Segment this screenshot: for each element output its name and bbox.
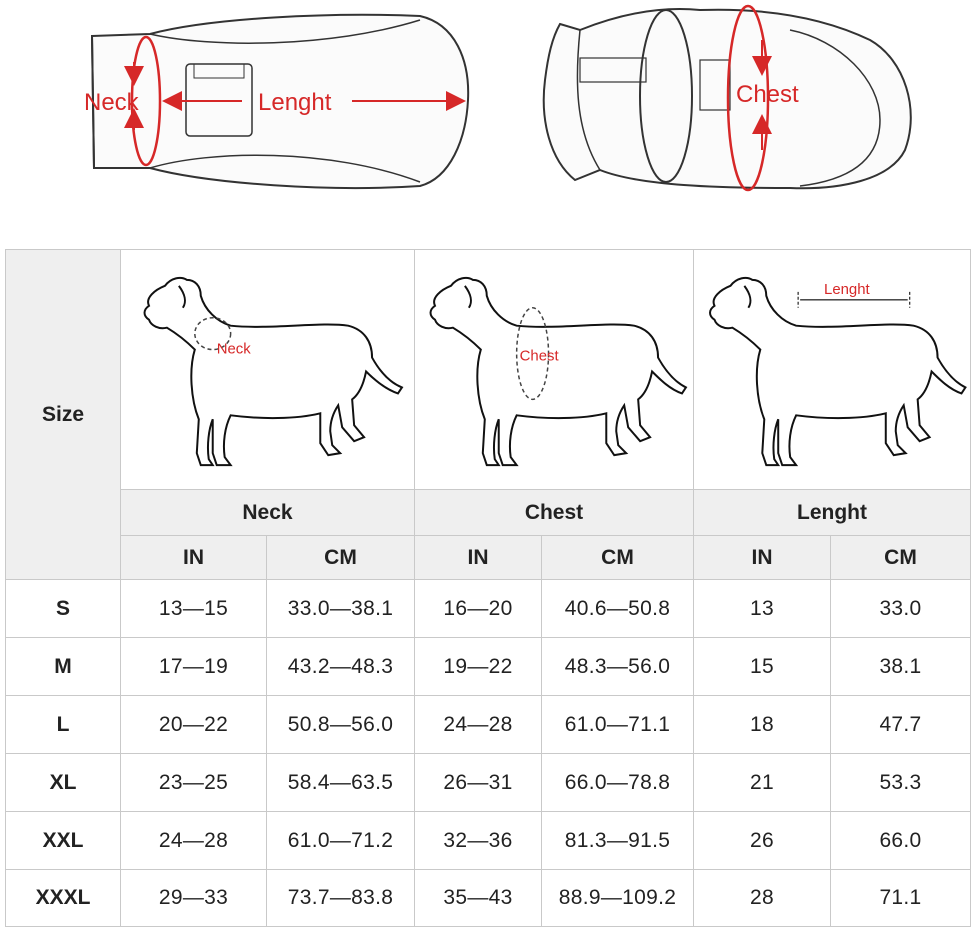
group-header-neck: Neck	[121, 490, 415, 536]
dog-chest-icon: Chest	[429, 276, 688, 467]
chest-in-cell: 24—28	[415, 696, 542, 754]
neck-in-cell: 20—22	[121, 696, 267, 754]
neck-in-cell: 29—33	[121, 870, 267, 926]
unit-header-length-cm: CM	[831, 536, 970, 580]
neck-in-cell: 24—28	[121, 812, 267, 870]
chest-cm-cell: 48.3—56.0	[542, 638, 694, 696]
chest-in-cell: 26—31	[415, 754, 542, 812]
length-cm-cell: 71.1	[879, 886, 922, 909]
row-size-label: XL	[6, 754, 121, 812]
length-in-cell: 15	[694, 638, 831, 696]
coat-top-view	[90, 13, 470, 189]
length-in-cell: 13	[694, 580, 831, 638]
chest-cm-cell: 81.3—91.5	[542, 812, 694, 870]
length-cm-cell: 66.0	[831, 812, 970, 870]
group-header-chest: Chest	[415, 490, 694, 536]
unit-header-chest-in: IN	[415, 536, 542, 580]
chest-label: Chest	[736, 81, 799, 108]
unit-header-length-in: IN	[694, 536, 831, 580]
chest-cm-cell: 40.6—50.8	[542, 580, 694, 638]
chest-cm-cell: 66.0—78.8	[542, 754, 694, 812]
unit-header-neck-cm: CM	[267, 536, 415, 580]
neck-measure-ring	[130, 35, 162, 167]
chest-cm-cell: 61.0—71.1	[542, 696, 694, 754]
neck-cm-cell: 33.0—38.1	[267, 580, 415, 638]
neck-cm-cell: 43.2—48.3	[267, 638, 415, 696]
dog-chest-diagram: Chest	[415, 250, 694, 490]
size-column-header: Size	[6, 250, 121, 580]
length-label: Lenght	[258, 89, 332, 116]
neck-cm-cell: 61.0—71.2	[267, 812, 415, 870]
neck-cm-cell: 50.8—56.0	[267, 696, 415, 754]
diagram-length-label: Lenght	[824, 281, 870, 298]
neck-in-cell: 17—19	[121, 638, 267, 696]
row-size-label: XXL	[6, 812, 121, 870]
row-size-label: XXXL	[6, 870, 121, 926]
row-size-label: M	[6, 638, 121, 696]
diagram-chest-label: Chest	[520, 348, 560, 365]
length-cm-cell: 53.3	[831, 754, 970, 812]
dog-neck-diagram: Neck	[121, 250, 415, 490]
chest-in-cell: 16—20	[415, 580, 542, 638]
neck-in-cell: 13—15	[121, 580, 267, 638]
unit-header-neck-in: IN	[121, 536, 267, 580]
neck-cm-cell: 73.7—83.8	[267, 870, 415, 926]
chest-in-cell: 19—22	[415, 638, 542, 696]
neck-cm-cell: 58.4—63.5	[267, 754, 415, 812]
dog-neck-icon: Neck	[143, 276, 404, 467]
chest-measure-ring	[726, 4, 770, 192]
chest-cm-cell: 88.9—109.2	[542, 870, 694, 926]
chest-in-cell: 35—43	[415, 870, 542, 926]
length-cm-cell: 33.0	[831, 580, 970, 638]
dog-length-icon: Lenght	[709, 276, 967, 467]
length-in-cell: 18	[694, 696, 831, 754]
unit-header-chest-cm: CM	[542, 536, 694, 580]
row-size-label: L	[6, 696, 121, 754]
length-cm-cell: 38.1	[831, 638, 970, 696]
length-in-cell: 28	[694, 870, 831, 926]
diagram-neck-label: Neck	[217, 341, 252, 358]
coat-illustration: Neck Lenght Chest	[84, 4, 912, 192]
length-in-cell: 21	[694, 754, 831, 812]
group-header-length: Lenght	[694, 490, 970, 536]
size-chart-table: Size Neck Chest Lenght Neck Chest L	[5, 249, 971, 927]
neck-in-cell: 23—25	[121, 754, 267, 812]
dog-length-diagram: Lenght	[694, 250, 970, 490]
neck-label: Neck	[84, 89, 140, 116]
length-cm-cell: 47.7	[831, 696, 970, 754]
row-size-label: S	[6, 580, 121, 638]
chest-in-cell: 32—36	[415, 812, 542, 870]
length-in-cell: 26	[694, 812, 831, 870]
